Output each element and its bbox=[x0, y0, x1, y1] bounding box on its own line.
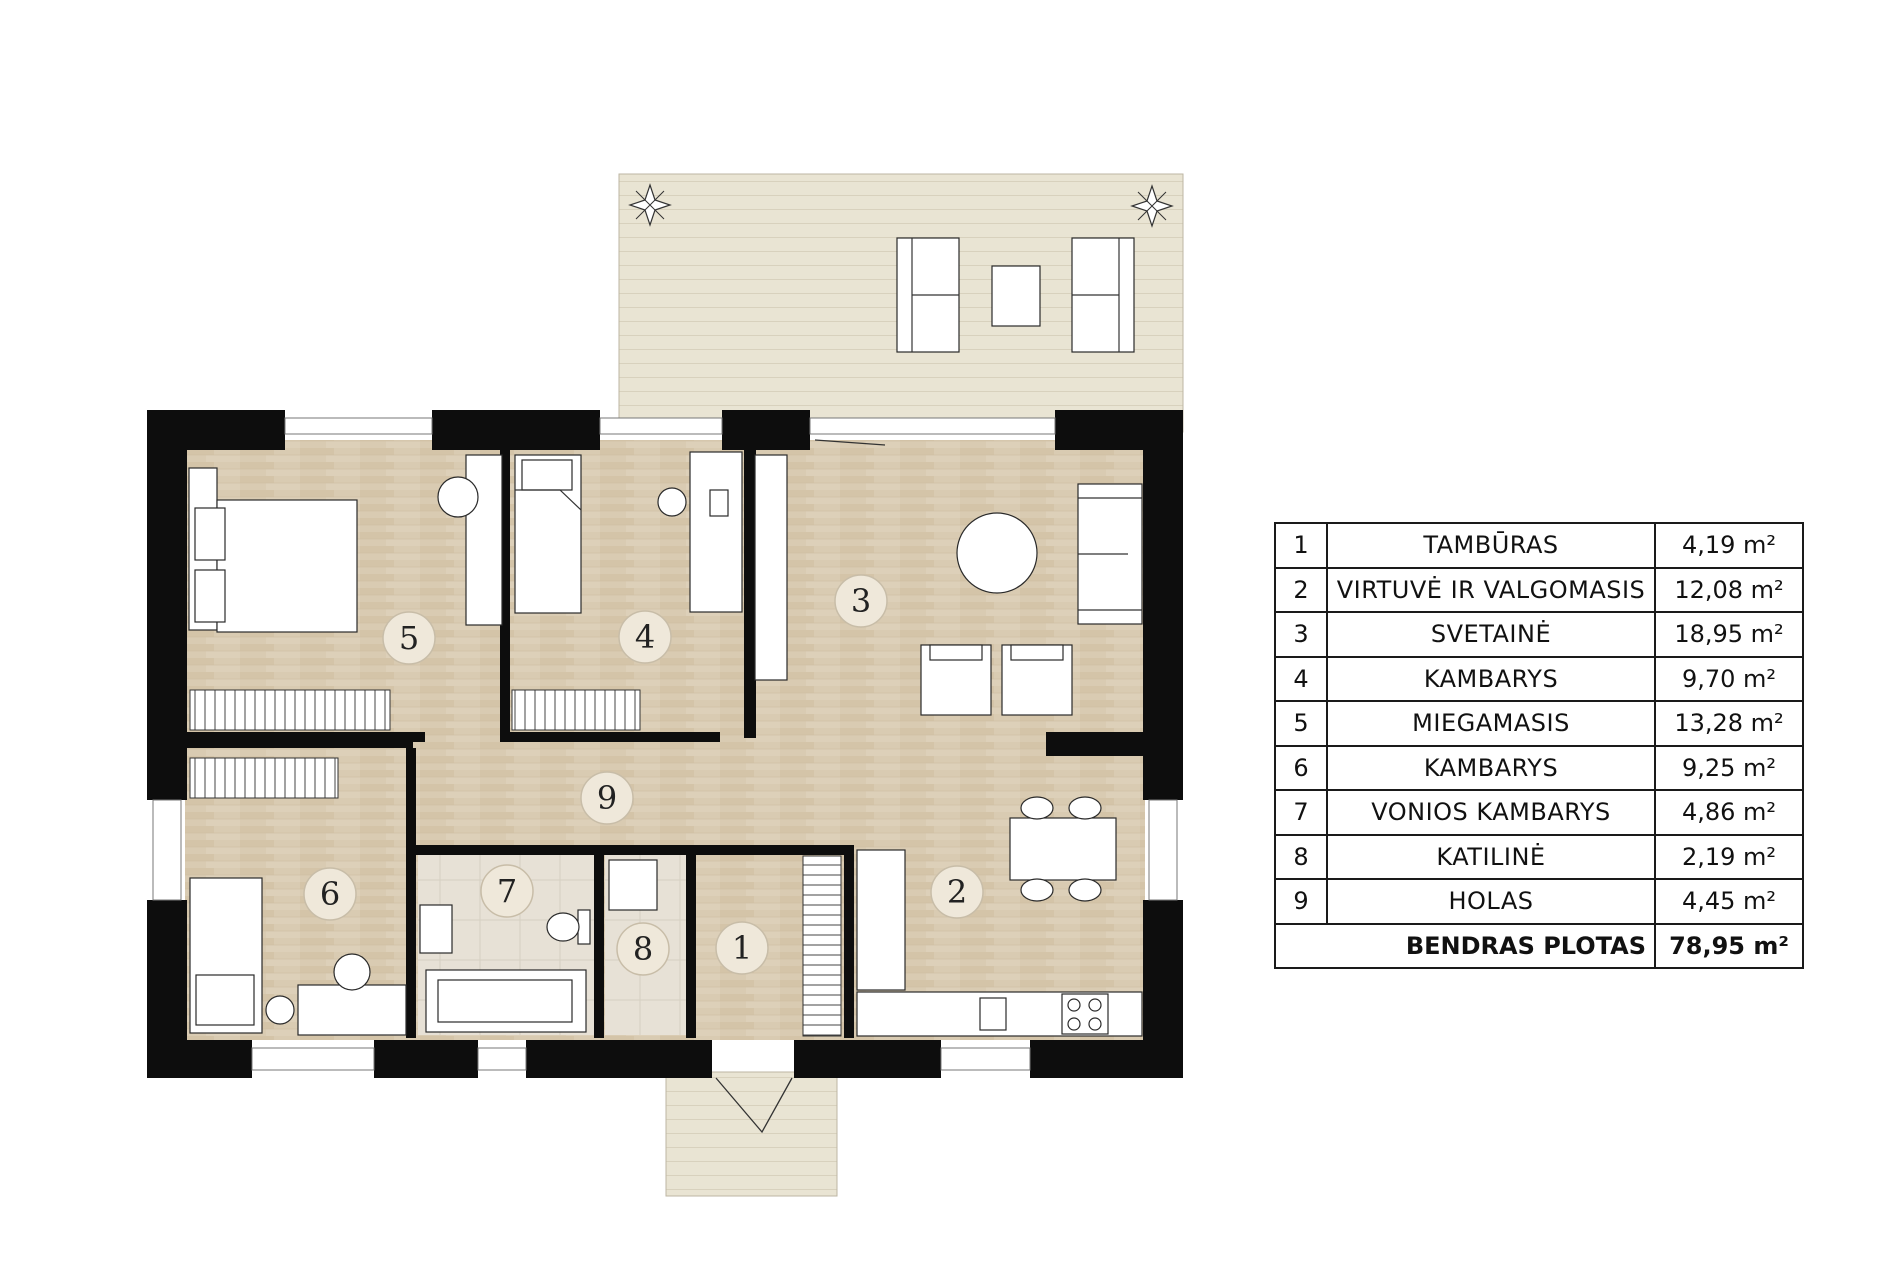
total-label: BENDRAS PLOTAS bbox=[1274, 922, 1656, 969]
cooktop bbox=[1061, 993, 1109, 1035]
chair bbox=[657, 487, 687, 517]
desk bbox=[297, 984, 407, 1036]
room-name: HOLAS bbox=[1326, 878, 1656, 925]
plant-icon bbox=[628, 183, 672, 227]
room-name: VIRTUVĖ IR VALGOMASIS bbox=[1326, 566, 1656, 613]
svg-text:8: 8 bbox=[633, 930, 653, 968]
sofa bbox=[1077, 483, 1143, 625]
table-row: 6 KAMBARYS 9,25 m² bbox=[1274, 744, 1804, 791]
room-number: 4 bbox=[1274, 655, 1328, 702]
room-marker-7: 7 bbox=[480, 864, 534, 918]
svg-text:2: 2 bbox=[947, 873, 967, 911]
door-swing bbox=[715, 1077, 793, 1134]
room-name: KATILINĖ bbox=[1326, 833, 1656, 880]
exterior-walls bbox=[147, 410, 1183, 1078]
room-marker-5: 5 bbox=[382, 611, 436, 665]
room-name: MIEGAMASIS bbox=[1326, 700, 1656, 747]
terrace-sofa bbox=[1071, 237, 1135, 353]
desk bbox=[689, 451, 743, 613]
dining-chairs bbox=[1020, 796, 1102, 902]
side-table bbox=[265, 995, 295, 1025]
room-number: 2 bbox=[1274, 566, 1328, 613]
total-area: 78,95 m² bbox=[1654, 922, 1804, 969]
room-name: VONIOS KAMBARYS bbox=[1326, 789, 1656, 836]
desk bbox=[465, 454, 503, 626]
fridge-counter bbox=[856, 849, 906, 991]
room-name: KAMBARYS bbox=[1326, 744, 1656, 791]
single-bed bbox=[514, 454, 582, 614]
room-area: 2,19 m² bbox=[1654, 833, 1804, 880]
table-row: 9 HOLAS 4,45 m² bbox=[1274, 878, 1804, 925]
table-row: 3 SVETAINĖ 18,95 m² bbox=[1274, 611, 1804, 658]
svg-text:7: 7 bbox=[497, 872, 517, 910]
table-row: 2 VIRTUVĖ IR VALGOMASIS 12,08 m² bbox=[1274, 566, 1804, 613]
table-row: 5 MIEGAMASIS 13,28 m² bbox=[1274, 700, 1804, 747]
table-row: 4 KAMBARYS 9,70 m² bbox=[1274, 655, 1804, 702]
room-marker-9: 9 bbox=[580, 771, 634, 825]
room-name: TAMBŪRAS bbox=[1326, 522, 1656, 569]
table-row: 7 VONIOS KAMBARYS 4,86 m² bbox=[1274, 789, 1804, 836]
laptop bbox=[709, 489, 729, 517]
washbasin bbox=[419, 904, 453, 954]
door-swing bbox=[814, 439, 886, 446]
room-name: KAMBARYS bbox=[1326, 655, 1656, 702]
windows bbox=[152, 417, 1178, 1071]
table-row: 8 KATILINĖ 2,19 m² bbox=[1274, 833, 1804, 880]
svg-text:6: 6 bbox=[320, 875, 340, 913]
dining-table bbox=[1009, 817, 1117, 881]
armchair bbox=[920, 644, 992, 716]
room-area: 4,86 m² bbox=[1654, 789, 1804, 836]
room-marker-2: 2 bbox=[930, 865, 984, 919]
room-area-table: 1 TAMBŪRAS 4,19 m² 2 VIRTUVĖ IR VALGOMAS… bbox=[1274, 522, 1804, 969]
terrace-table bbox=[991, 265, 1041, 327]
room-number: 7 bbox=[1274, 789, 1328, 836]
wardrobe bbox=[511, 689, 641, 731]
room-number: 1 bbox=[1274, 522, 1328, 569]
svg-text:5: 5 bbox=[399, 619, 419, 657]
chair bbox=[333, 953, 371, 991]
room-area: 9,70 m² bbox=[1654, 655, 1804, 702]
svg-text:1: 1 bbox=[732, 929, 752, 967]
room-marker-4: 4 bbox=[618, 610, 672, 664]
room-marker-8: 8 bbox=[616, 922, 670, 976]
room-area: 12,08 m² bbox=[1654, 566, 1804, 613]
round-table bbox=[956, 512, 1038, 594]
wardrobe bbox=[802, 855, 842, 1037]
toilet bbox=[546, 909, 591, 945]
front-porch bbox=[665, 1071, 838, 1197]
room-area: 13,28 m² bbox=[1654, 700, 1804, 747]
room-marker-1: 1 bbox=[715, 921, 769, 975]
svg-text:4: 4 bbox=[635, 618, 655, 656]
table-row: 1 TAMBŪRAS 4,19 m² bbox=[1274, 522, 1804, 569]
room-number: 9 bbox=[1274, 878, 1328, 925]
room-area: 9,25 m² bbox=[1654, 744, 1804, 791]
armchair bbox=[1001, 644, 1073, 716]
interior-walls bbox=[185, 448, 1146, 1038]
room-number: 8 bbox=[1274, 833, 1328, 880]
bathtub-inner bbox=[437, 979, 573, 1023]
sink bbox=[979, 997, 1007, 1031]
room-number: 3 bbox=[1274, 611, 1328, 658]
wardrobe bbox=[189, 757, 339, 799]
room-area: 4,19 m² bbox=[1654, 522, 1804, 569]
room-number: 5 bbox=[1274, 700, 1328, 747]
tv-cabinet bbox=[754, 454, 788, 681]
plant-icon bbox=[1130, 184, 1174, 228]
room-number: 6 bbox=[1274, 744, 1328, 791]
double-bed bbox=[188, 467, 358, 633]
room-name: SVETAINĖ bbox=[1326, 611, 1656, 658]
terrace-sofa bbox=[896, 237, 960, 353]
total-row: BENDRAS PLOTAS 78,95 m² bbox=[1274, 922, 1804, 969]
chair bbox=[437, 476, 479, 518]
boiler bbox=[608, 859, 658, 911]
room-area: 4,45 m² bbox=[1654, 878, 1804, 925]
svg-text:3: 3 bbox=[851, 582, 871, 620]
svg-text:9: 9 bbox=[597, 779, 617, 817]
room-area: 18,95 m² bbox=[1654, 611, 1804, 658]
room-marker-6: 6 bbox=[303, 867, 357, 921]
wardrobe bbox=[189, 689, 391, 731]
room-marker-3: 3 bbox=[834, 574, 888, 628]
single-bed bbox=[189, 877, 263, 1034]
